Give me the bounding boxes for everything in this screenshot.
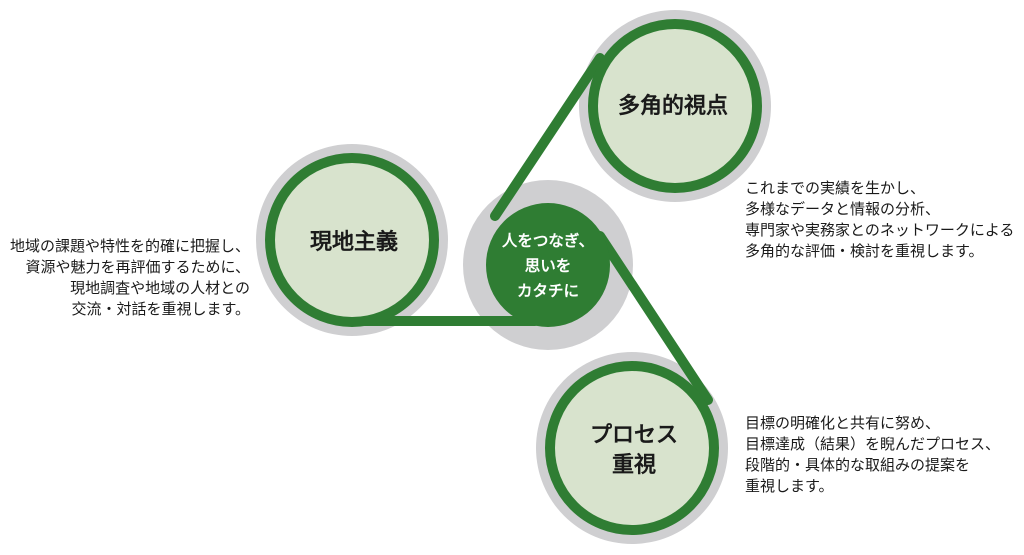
process-description-line: 段階的・具体的な取組みの提案を [745,456,971,474]
process-description-line: 目標達成（結果）を睨んだプロセス、 [745,435,1001,453]
takaku-circle [588,19,762,193]
process-description: 目標の明確化と共有に努め、 目標達成（結果）を睨んだプロセス、 段階的・具体的な… [745,413,1000,497]
genchi-description-line: 現地調査や地域の人材との [70,279,250,297]
genchi-description-line: 資源や魅力を再評価するために、 [25,258,250,276]
takaku-description-line: 専門家や実務家とのネットワークによる [745,221,1015,239]
center-text-line-1: 人をつなぎ、 [502,231,594,250]
takaku-title: 多角的視点 [618,93,728,119]
connector-center-process [595,231,713,405]
genchi-description-line: 地域の課題や特性を的確に把握し、 [9,237,250,255]
genchi-title: 現地主義 [310,229,398,255]
process-description-line: 目標の明確化と共有に努め、 [745,414,941,432]
connector-lines [350,53,713,405]
takaku-description: これまでの実績を生かし、 多様なデータと情報の分析、 専門家や実務家とのネットワ… [745,178,1014,262]
process-title-line-1: プロセス [590,423,678,448]
genchi-circle [265,153,439,327]
takaku-description-line: 多角的な評価・検討を重視します。 [745,242,984,260]
process-title-line-2: 重視 [612,453,656,478]
genchi-description-line: 交流・対話を重視します。 [71,300,250,318]
process-circle [545,361,719,535]
takaku-description-line: 多様なデータと情報の分析、 [745,200,941,218]
center-text-line-3: カタチに [517,281,579,300]
connector-center-takaku [490,53,605,221]
center-circle [486,203,610,327]
takaku-description-line: これまでの実績を生かし、 [745,179,926,197]
process-description-line: 重視します。 [745,477,834,495]
center-text-line-2: 思いを [525,256,572,275]
genchi-description: 地域の課題や特性を的確に把握し、 資源や魅力を再評価するために、 現地調査や地域… [10,236,250,320]
